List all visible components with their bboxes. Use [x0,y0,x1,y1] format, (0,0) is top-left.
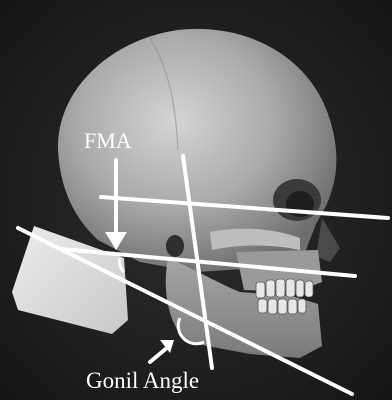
fma-label: FMA [84,130,132,152]
ear-opening [166,235,184,257]
gonial-angle-label: Gonil Angle [86,369,199,392]
